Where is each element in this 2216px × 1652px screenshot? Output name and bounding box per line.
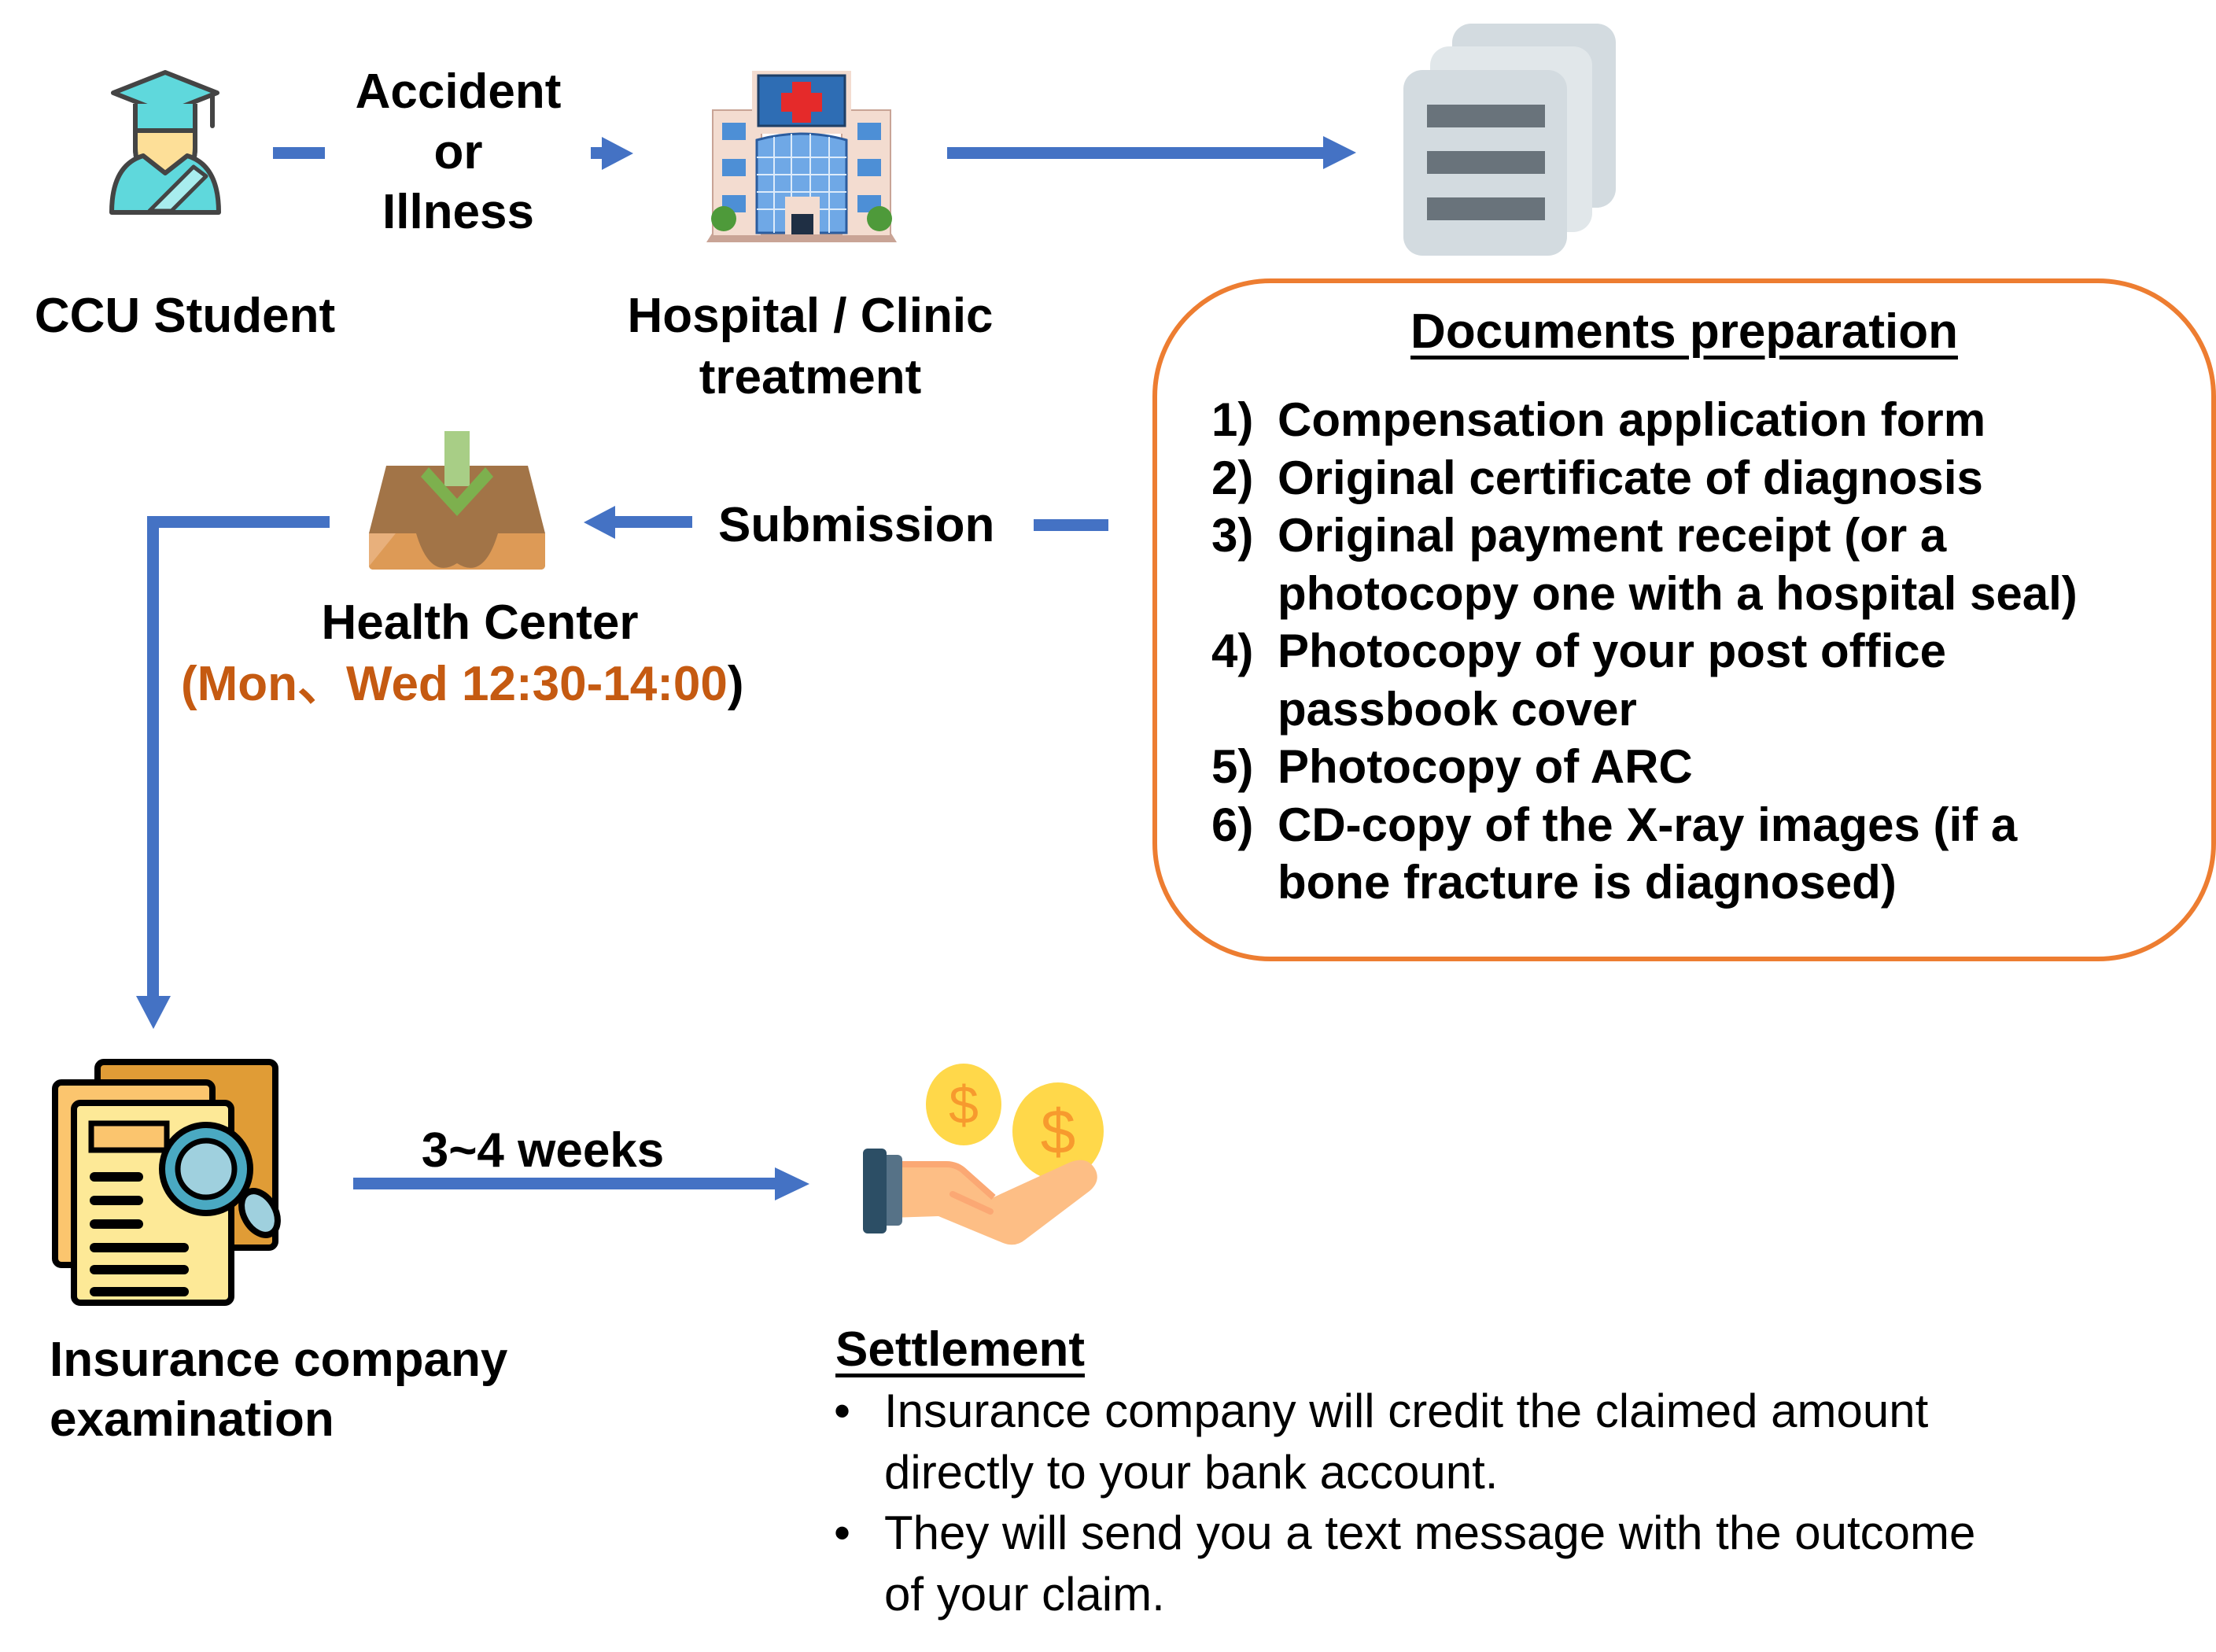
document-item-text: Original certificate of diagnosis [1278,451,1983,504]
documents-list: 1) Compensation application form 2) Origina… [1211,391,2203,912]
document-item: 1) Compensation application form [1211,391,2203,449]
document-item-text: Photocopy of ARC [1278,740,1693,793]
document-item-number: 5) [1211,740,1254,793]
settlement-title-text: Settlement [835,1322,1085,1377]
document-item-text: passbook cover [1278,682,1637,736]
settlement-bullet-item: • They will send you a text message with … [834,1503,2171,1624]
connector-horizontal [147,516,330,528]
arrow-from-submission [584,506,692,539]
hours-text: Mon、Wed 12:30-14:00 [197,657,728,711]
health-center-hours: (Mon、Wed 12:30-14:00) [181,655,743,714]
settlement-bullet-item: • Insurance company will credit the claim… [834,1381,2171,1503]
duration-label: 3~4 weeks [421,1123,665,1178]
hand-coins-icon: $ $ [863,1064,1104,1245]
document-item-text: photocopy one with a hospital seal) [1278,566,2078,620]
insurance-label-line-2: examination [50,1392,334,1447]
document-item: 2) Original certificate of diagnosis [1211,449,2203,507]
insurance-label-line-1: Insurance company [50,1333,508,1387]
arrow-down-to-insurance [136,996,171,1029]
submission-label: Submission [718,498,995,552]
document-magnifier-icon [52,1059,281,1306]
inbox-tray-icon [369,431,545,570]
arrow-to-hospital [591,137,633,170]
arrow-to-documents [947,136,1356,169]
document-item-number: 3) [1211,509,1254,562]
settlement-item-text: directly to your bank account. [884,1445,1499,1499]
svg-text:$: $ [1041,1097,1076,1167]
connector-dash [273,147,325,159]
document-item-number: 2) [1211,451,1254,504]
hours-open-paren: ( [181,657,197,711]
document-item-number: 4) [1211,625,1254,677]
trigger-label-line-1: Accident [355,65,562,119]
trigger-label-line-2: or [433,125,483,179]
settlement-title: Settlement [835,1320,1085,1380]
connector-dash-from-box [1034,519,1108,531]
arrow-to-settlement [353,1167,809,1200]
health-center-label: Health Center [321,596,639,650]
document-item-text: Photocopy of your post office [1278,625,1946,677]
hospital-label-line-2: treatment [699,350,922,404]
settlement-list: • Insurance company will credit the claim… [834,1381,2171,1624]
document-item-number: 1) [1211,393,1254,446]
document-item-text: bone fracture is diagnosed) [1278,856,1897,909]
student-label: CCU Student [34,289,336,343]
documents-box-title: Documents preparation [1152,302,2216,362]
bullet-icon: • [834,1506,851,1559]
student-graduate-icon [109,70,221,215]
document-item-number: 6) [1211,798,1254,851]
svg-text:$: $ [949,1075,979,1135]
hospital-label-line-1: Hospital / Clinic [627,289,994,343]
document-item-text: Compensation application form [1278,393,1986,446]
document-stack-icon [1403,24,1616,256]
trigger-label-line-3: Illness [382,185,534,239]
settlement-item-text: Insurance company will credit the claime… [884,1385,1929,1437]
document-item: 5) Photocopy of ARC [1211,738,2203,796]
settlement-item-text: They will send you a text message with t… [884,1506,1976,1559]
document-item-text: CD-copy of the X-ray images (if a [1278,798,2018,851]
documents-box-title-text: Documents preparation [1410,304,1958,359]
document-item-text: Original payment receipt (or a [1278,509,1947,562]
connector-vertical [147,516,159,999]
documents-preparation-box [1152,278,2216,961]
hospital-building-icon [706,71,897,242]
settlement-item-text: of your claim. [884,1567,1165,1621]
bullet-icon: • [834,1385,851,1437]
hours-close-paren: ) [727,657,744,711]
